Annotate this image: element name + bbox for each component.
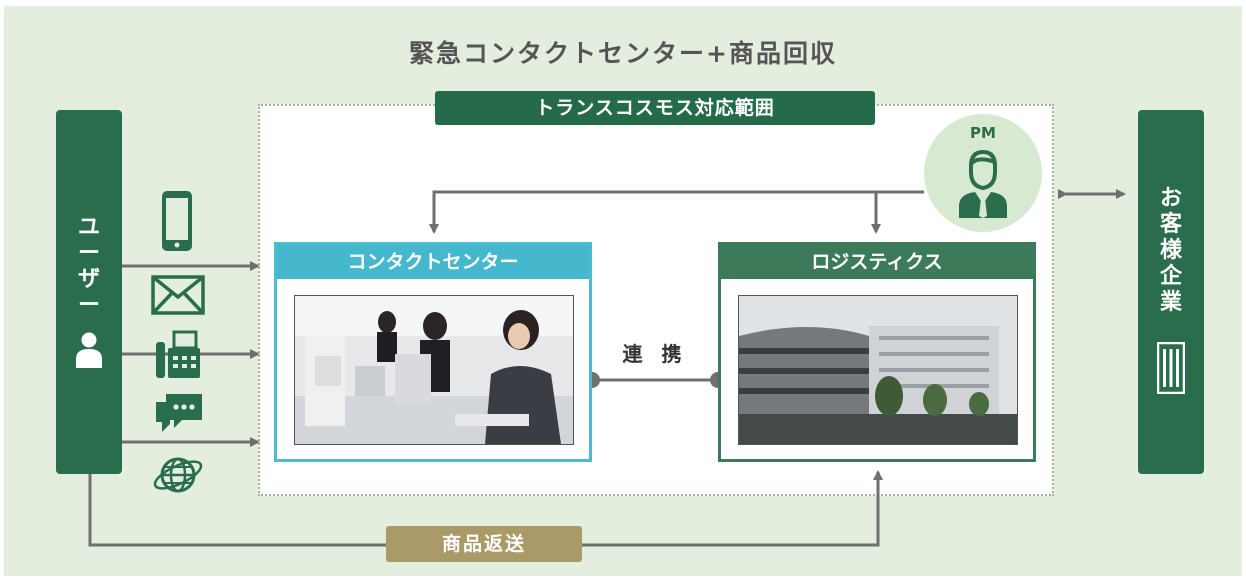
contact-center-title: コンタクトセンター <box>277 245 589 279</box>
user-char: ザ <box>77 266 100 292</box>
contact-center-photo <box>294 295 574 445</box>
call-center-photo-illustration <box>295 296 573 444</box>
user-char: ー <box>77 292 100 318</box>
client-char: 業 <box>1159 289 1182 315</box>
building-icon <box>1157 342 1185 394</box>
pm-to-cc-arrow <box>429 190 924 234</box>
diagram-title: 緊急コンタクトセンター+商品回収 <box>409 39 837 68</box>
link-label: 連 携 <box>622 342 688 366</box>
product-return-label: 商品返送 <box>386 526 582 562</box>
user-bar: ユ ー ザ ー <box>56 110 122 474</box>
logistics-title: ロジスティクス <box>721 245 1033 279</box>
web-icon <box>153 457 203 493</box>
user-char: ユ <box>77 215 100 240</box>
fax-icon <box>156 330 200 378</box>
phone-icon <box>162 191 192 251</box>
client-char: お <box>1159 186 1182 211</box>
client-char: 様 <box>1159 237 1182 263</box>
pm-label: PM <box>970 124 996 142</box>
user-char: ー <box>77 240 100 266</box>
scope-label: トランスコスモス対応範囲 <box>435 91 875 125</box>
user-icon <box>76 332 102 368</box>
warehouse-photo-illustration <box>739 296 1017 444</box>
client-company-bar: お 客 様 企 業 <box>1138 110 1204 474</box>
contact-center-box: コンタクトセンター <box>274 242 592 462</box>
person-icon <box>959 149 1007 218</box>
pm-node: PM <box>924 114 1042 232</box>
mail-icon <box>151 275 205 315</box>
client-char: 企 <box>1159 263 1182 289</box>
chat-icon <box>156 394 202 432</box>
logistics-box: ロジスティクス <box>718 242 1036 462</box>
logistics-photo <box>738 295 1018 445</box>
client-char: 客 <box>1159 211 1182 237</box>
